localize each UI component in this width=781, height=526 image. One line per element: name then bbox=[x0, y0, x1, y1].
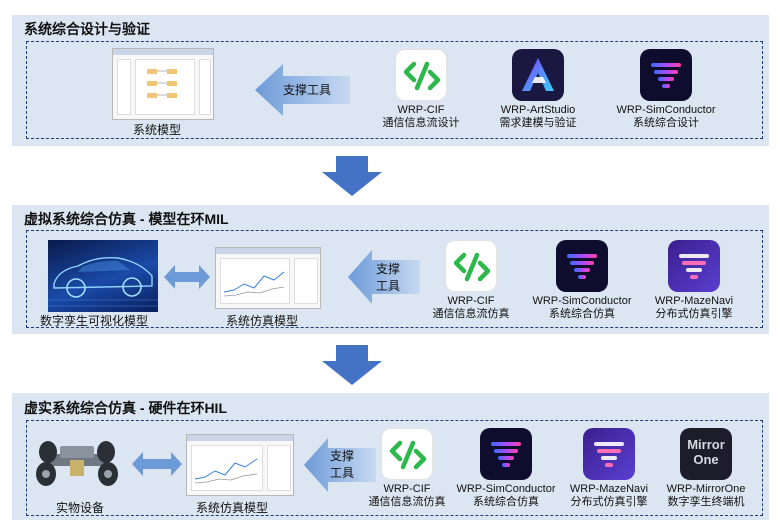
tool-desc: 通信信息流仿真 bbox=[432, 308, 510, 320]
dashed-frame bbox=[26, 41, 763, 139]
cif-link-icon bbox=[395, 49, 447, 101]
tool-desc: 系统综合设计 bbox=[633, 117, 699, 129]
tool-wrp-cif: WRP-CIF 通信信息流设计 bbox=[366, 49, 476, 130]
tool-desc: 通信信息流仿真 bbox=[368, 496, 446, 508]
digital-twin-car-image bbox=[48, 240, 158, 312]
tool-desc: 分布式仿真引擎 bbox=[655, 308, 733, 320]
artstudio-a-icon bbox=[512, 49, 564, 101]
system-model-screenshot bbox=[112, 48, 214, 120]
simconductor-icon bbox=[556, 240, 608, 292]
section-title-system-design: 系统综合设计与验证 bbox=[24, 21, 150, 37]
tool-desc: 分布式仿真引擎 bbox=[570, 496, 648, 508]
flow-down-arrow bbox=[322, 156, 382, 196]
tool-name: WRP-ArtStudio bbox=[500, 104, 576, 116]
tool-wrp-mazenavi: WRP-MazeNavi 分布式仿真引擎 bbox=[554, 428, 664, 509]
mazenavi-icon bbox=[668, 240, 720, 292]
support-tool-label: 工具 bbox=[330, 466, 355, 480]
cif-link-icon bbox=[381, 428, 433, 480]
tool-desc: 需求建模与验证 bbox=[499, 117, 577, 129]
physical-device-label: 实物设备 bbox=[56, 501, 105, 515]
support-tool-arrow bbox=[255, 64, 350, 116]
tool-wrp-simconductor: WRP-SimConductor 系统综合仿真 bbox=[451, 428, 561, 509]
bidirectional-arrow bbox=[164, 265, 210, 289]
section-title-hil: 虚实系统综合仿真 - 硬件在环HIL bbox=[24, 400, 227, 416]
support-tool-label: 支撑工具 bbox=[283, 83, 332, 97]
tool-name: WRP-SimConductor bbox=[456, 483, 556, 495]
tool-name: WRP-MazeNavi bbox=[569, 483, 649, 495]
simconductor-icon bbox=[640, 49, 692, 101]
tool-desc: 数字孪生终端机 bbox=[667, 496, 745, 508]
simulation-model-label: 系统仿真模型 bbox=[196, 501, 269, 515]
tool-name: WRP-CIF bbox=[397, 104, 445, 116]
system-model-label: 系统模型 bbox=[133, 123, 182, 137]
tool-name: WRP-MirrorOne bbox=[666, 483, 746, 495]
cif-link-icon bbox=[445, 240, 497, 292]
support-tool-label: 支撑 bbox=[376, 262, 401, 276]
mirrorone-logo-text: Mirror bbox=[687, 437, 725, 452]
section-title-virtual-mil: 虚拟系统综合仿真 - 模型在环MIL bbox=[24, 211, 229, 227]
tool-desc: 系统综合仿真 bbox=[549, 308, 615, 320]
tool-wrp-artstudio: WRP-ArtStudio 需求建模与验证 bbox=[483, 49, 593, 130]
tool-desc: 通信信息流设计 bbox=[382, 117, 460, 129]
simulation-model-screenshot bbox=[186, 434, 294, 496]
tool-name: WRP-SimConductor bbox=[616, 104, 716, 116]
digital-twin-label: 数字孪生可视化模型 bbox=[40, 314, 149, 328]
tool-name: WRP-CIF bbox=[447, 295, 495, 307]
tool-name: WRP-MazeNavi bbox=[654, 295, 734, 307]
tool-wrp-simconductor: WRP-SimConductor 系统综合设计 bbox=[611, 49, 721, 130]
flow-down-arrow bbox=[322, 345, 382, 385]
tool-wrp-mazenavi: WRP-MazeNavi 分布式仿真引擎 bbox=[639, 240, 749, 321]
support-tool-label: 支撑 bbox=[330, 449, 355, 463]
mirrorone-logo-text: One bbox=[693, 452, 719, 467]
simulation-model-screenshot bbox=[215, 247, 321, 309]
mirrorone-icon: Mirror One bbox=[680, 428, 732, 480]
support-tool-label: 工具 bbox=[376, 279, 401, 293]
tool-name: WRP-SimConductor bbox=[532, 295, 632, 307]
support-tool-arrow bbox=[304, 438, 376, 492]
simulation-model-label: 系统仿真模型 bbox=[226, 314, 299, 328]
tool-wrp-mirrorone: Mirror One WRP-MirrorOne 数字孪生终端机 bbox=[651, 428, 761, 509]
simconductor-icon bbox=[480, 428, 532, 480]
tool-wrp-cif: WRP-CIF 通信信息流仿真 bbox=[416, 240, 526, 321]
mazenavi-icon bbox=[583, 428, 635, 480]
bidirectional-arrow bbox=[132, 452, 182, 476]
dashed-frame bbox=[26, 230, 763, 328]
tool-name: WRP-CIF bbox=[383, 483, 431, 495]
tool-wrp-cif: WRP-CIF 通信信息流仿真 bbox=[352, 428, 462, 509]
dashed-frame bbox=[26, 420, 763, 516]
physical-device-image bbox=[30, 430, 122, 494]
tool-desc: 系统综合仿真 bbox=[473, 496, 539, 508]
tool-wrp-simconductor: WRP-SimConductor 系统综合仿真 bbox=[527, 240, 637, 321]
support-tool-arrow bbox=[348, 250, 420, 304]
